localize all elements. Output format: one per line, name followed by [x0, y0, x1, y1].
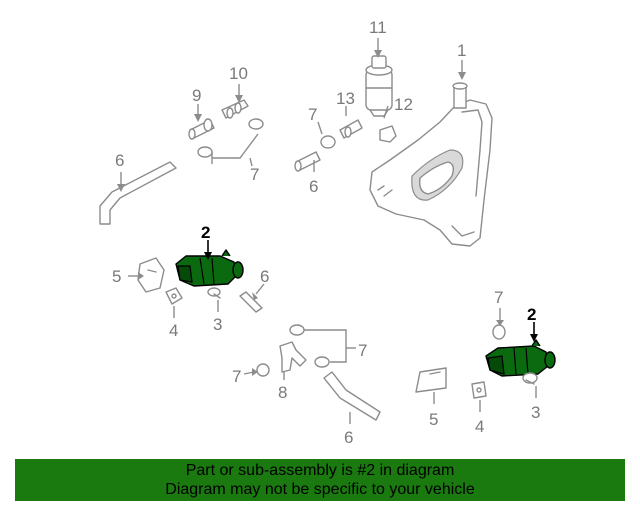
- grommet-left: [165, 287, 183, 305]
- washer-pump-right-highlight: [485, 339, 556, 377]
- callout-7c: 7: [358, 341, 367, 360]
- callout-5a: 5: [112, 267, 121, 286]
- callout-6b: 6: [309, 177, 318, 196]
- callout-7b: 7: [308, 105, 317, 124]
- callout-7d: 7: [232, 367, 241, 386]
- callout-7e: 7: [494, 288, 503, 307]
- grommet-right: [471, 381, 487, 399]
- washer-reservoir: [369, 82, 493, 247]
- callout-6a: 6: [115, 151, 124, 170]
- callout-2a: 2: [201, 223, 210, 242]
- nozzle-10: [221, 99, 249, 119]
- callout-10: 10: [229, 64, 248, 83]
- callout-1: 1: [457, 41, 466, 60]
- callout-3a: 3: [213, 315, 222, 334]
- hose-clip-upper: [197, 118, 264, 158]
- callout-2b: 2: [527, 305, 536, 324]
- banner-line-1: Part or sub-assembly is #2 in diagram: [185, 462, 455, 479]
- screw-left: [207, 287, 221, 299]
- callout-4b: 4: [475, 417, 484, 436]
- info-banner: Part or sub-assembly is #2 in diagram Di…: [15, 459, 625, 501]
- callout-13: 13: [336, 89, 355, 108]
- banner-line-2: Diagram may not be specific to your vehi…: [165, 481, 475, 498]
- callout-5b: 5: [429, 410, 438, 429]
- nozzle-9: [188, 118, 215, 140]
- hose-lower: [323, 371, 381, 421]
- parts-diagram: 1 11 10 9 7 6: [99, 18, 556, 447]
- callout-6d: 6: [344, 428, 353, 447]
- lower-clips: [256, 324, 330, 377]
- center-parts: [294, 119, 397, 172]
- screw-right: [522, 372, 538, 385]
- hose-short: [239, 291, 263, 313]
- grommet-top-right: [492, 324, 506, 340]
- washer-pump-left-highlight: [175, 249, 244, 287]
- callout-8: 8: [278, 383, 287, 402]
- callout-6c: 6: [260, 267, 269, 286]
- washer-pump-top: [365, 55, 393, 117]
- callout-11: 11: [369, 18, 387, 37]
- callout-4a: 4: [169, 321, 178, 340]
- callout-7a: 7: [250, 165, 259, 184]
- callout-12: 12: [394, 95, 413, 114]
- callout-3b: 3: [531, 403, 540, 422]
- callout-9: 9: [192, 86, 201, 105]
- bracket-right: [415, 367, 447, 393]
- hose-upper-left: [99, 161, 177, 225]
- y-connector: [279, 341, 307, 373]
